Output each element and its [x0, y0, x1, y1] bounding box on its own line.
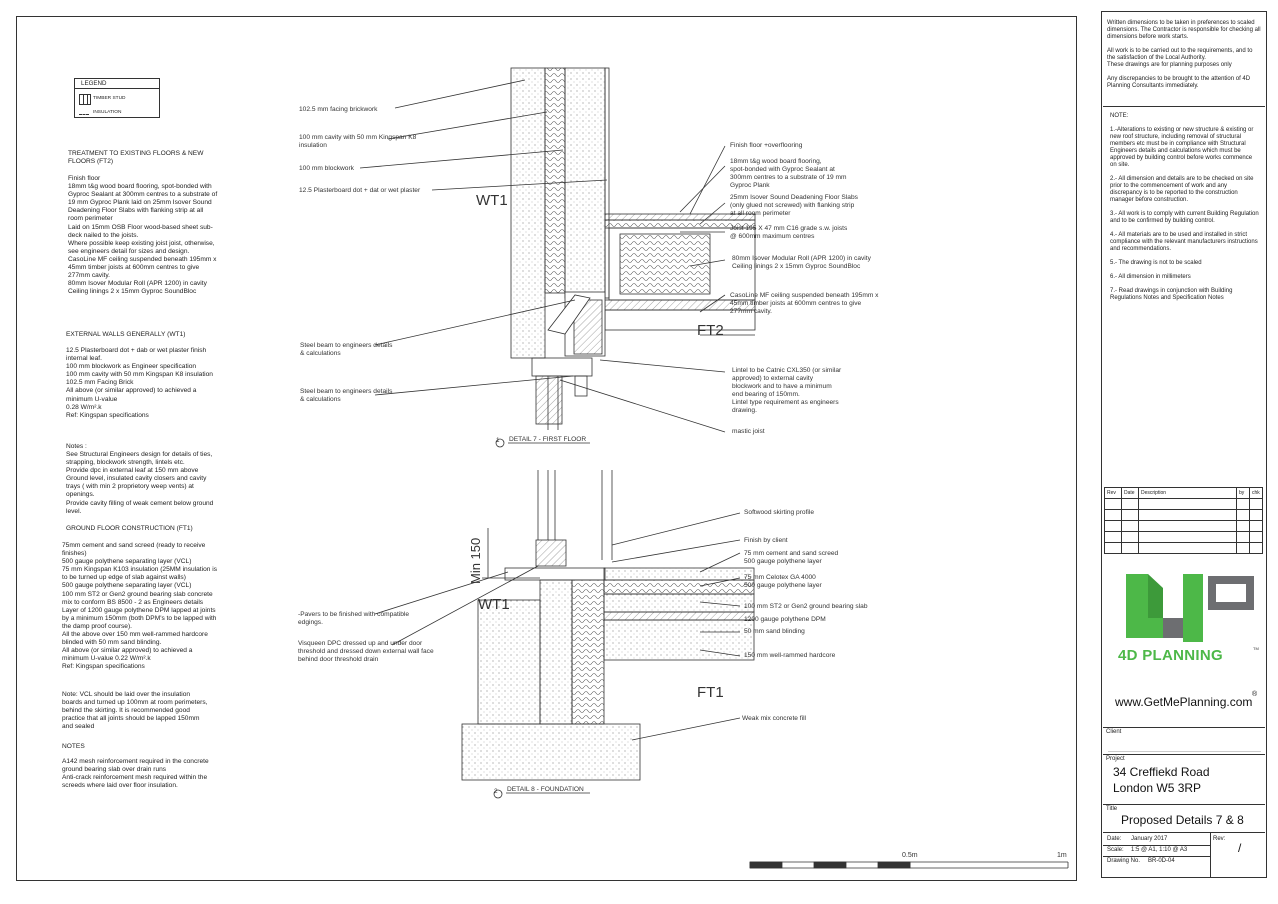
rev-value: /: [1238, 841, 1242, 855]
title-label: Title: [1106, 806, 1118, 812]
label-right: 18mm t&g wood board flooring, spot-bonde…: [730, 158, 847, 189]
label-right: 50 mm sand blinding: [744, 628, 805, 635]
label-right: 25mm Isover Sound Deadening Floor Slabs …: [730, 194, 858, 217]
legend: LEGEND TIMBER STUD INSULATION: [74, 78, 160, 118]
walls-heading: EXTERNAL WALLS GENERALLY (WT1): [66, 331, 186, 338]
project-address: 34 Creffiekd Road London W5 3RP: [1113, 765, 1210, 795]
logo-text: 4D PLANNING: [1118, 647, 1223, 664]
label-right: Finish by client: [744, 537, 788, 544]
website-link[interactable]: www.GetMePlanning.com: [1115, 695, 1253, 709]
rev-header: Rev: [1104, 487, 1122, 499]
timber-stud-icon: [79, 94, 91, 105]
label-right: Joist 195 X 47 mm C16 grade s.w. joists …: [730, 225, 848, 240]
disclaimer: Written dimensions to be taken in prefer…: [1107, 20, 1261, 89]
label-left: Visqueen DPC dressed up and under door t…: [298, 640, 434, 663]
min-150-dimension: Min 150: [468, 537, 483, 584]
label-left: Steel beam to engineers details & calcul…: [300, 342, 393, 357]
label-right: 150 mm well-rammed hardcore: [744, 652, 836, 659]
4d-logo-icon: [1126, 574, 1254, 642]
label-right: 100 mm ST2 or Gen2 ground bearing slab: [744, 603, 868, 610]
title-block-notes: 1.-Alterations to existing or new struct…: [1110, 127, 1259, 301]
label-right: Finish floor +overflooring: [730, 142, 803, 149]
label-right: Softwood skirting profile: [744, 509, 815, 516]
date-value: January 2017: [1131, 836, 1168, 842]
insulation-icon: [79, 108, 89, 115]
wall-tag-wt1: WT1: [478, 596, 510, 613]
label-right: 75 mm cement and sand screed: [744, 550, 839, 557]
date-label: Date:: [1107, 836, 1122, 842]
detail7-wall: [510, 67, 610, 359]
title-block: [1101, 11, 1267, 878]
detail8-number: 2: [494, 788, 498, 795]
walls-body: 12.5 Plasterboard dot + dab or wet plast…: [66, 347, 213, 419]
label-left: Steel beam to engineers details & calcul…: [300, 388, 393, 403]
label-left: -Pavers to be finished with compatible e…: [298, 611, 410, 626]
label-right: CasoLine MF ceiling suspended beneath 19…: [730, 292, 879, 315]
notes-heading: NOTE:: [1110, 113, 1129, 119]
ground-body: 75mm cement and sand screed (ready to re…: [62, 542, 218, 671]
label-left: 102.5 mm facing brickwork: [299, 106, 378, 113]
website-reg: ®: [1252, 691, 1258, 698]
label-right: 75 mm Celotex GA 4000: [744, 574, 816, 581]
rev-header: chk: [1249, 487, 1263, 499]
rev-header: Date: [1121, 487, 1139, 499]
label-right: Lintel to be Catnic CXL350 (or similar a…: [732, 367, 842, 414]
drawing-title: Proposed Details 7 & 8: [1121, 813, 1244, 827]
label-left: 12.5 Plasterboard dot + dat or wet plast…: [299, 187, 421, 194]
notes2-heading: NOTES: [62, 743, 85, 750]
detail7-number: 1: [496, 437, 500, 444]
client-label: Client: [1106, 729, 1122, 735]
drawing-number-value: BR-0D-04: [1148, 858, 1175, 864]
label-right: 80mm Isover Modular Roll (APR 1200) in c…: [732, 255, 871, 270]
scale-value: 1:5 @ A1, 1:10 @ A3: [1131, 847, 1188, 853]
revision-table: Rev Date Description by chk: [1104, 487, 1263, 554]
project-label: Project: [1106, 756, 1125, 762]
scale-label: Scale:: [1107, 847, 1124, 853]
legend-item: TIMBER STUD: [93, 96, 126, 101]
wall-tag-wt1: WT1: [476, 192, 508, 209]
floors-body: Finish floor 18mm t&g wood board floorin…: [68, 175, 218, 296]
notes2-body: A142 mesh reinforcement required in the …: [62, 758, 209, 790]
company-logo: 4D PLANNING TM: [1108, 566, 1261, 667]
scale-end: 1m: [1057, 852, 1067, 859]
drawing-sheet: [16, 16, 1077, 881]
label-right: 500 gauge polythene layer: [744, 558, 822, 565]
detail7-floor: [604, 213, 756, 336]
label-right: Weak mix concrete fill: [742, 715, 807, 722]
label-left: 100 mm blockwork: [299, 165, 354, 172]
detail8-wall: [461, 470, 755, 781]
legend-title: LEGEND: [81, 80, 107, 87]
floors-heading: TREATMENT TO EXISTING FLOORS & NEW FLOOR…: [68, 150, 204, 166]
notes-heading: Notes :: [66, 443, 87, 450]
rev-header: by: [1236, 487, 1250, 499]
label-right: 1200 gauge polythene DPM: [744, 616, 826, 623]
scale-mid: 0.5m: [902, 852, 918, 859]
ground-heading: GROUND FLOOR CONSTRUCTION (FT1): [66, 525, 193, 532]
floor-tag-ft2: FT2: [697, 322, 724, 339]
rev-label: Rev:: [1213, 836, 1226, 842]
label-left: 100 mm cavity with 50 mm Kingspan K8 ins…: [299, 134, 417, 149]
logo-tm: TM: [1253, 646, 1259, 651]
vcl-note: Note: VCL should be laid over the insula…: [62, 691, 208, 731]
rev-header: Description: [1138, 487, 1237, 499]
drawing-number-label: Drawing No.: [1107, 858, 1141, 864]
floor-tag-ft1: FT1: [697, 684, 724, 701]
notes-body: See Structural Engineers design for deta…: [66, 451, 214, 515]
detail8-title: DETAIL 8 - FOUNDATION: [507, 786, 584, 793]
label-right: mastic joist: [732, 428, 765, 435]
legend-item: INSULATION: [93, 110, 122, 115]
label-right: 500 gauge polythene layer: [744, 582, 822, 589]
detail7-title: DETAIL 7 - FIRST FLOOR: [509, 436, 587, 443]
